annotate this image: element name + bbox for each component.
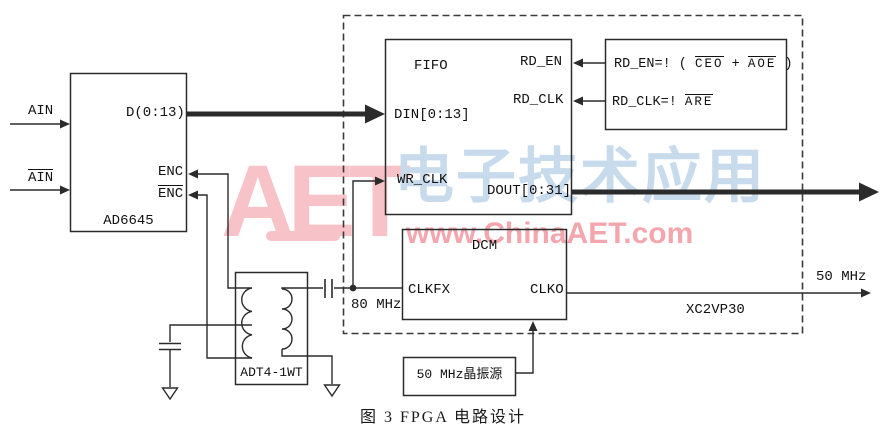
fpga-dashed-boundary xyxy=(342,14,804,335)
dcm-pin-clkfx: CLKFX xyxy=(408,282,451,298)
shunt-capacitor-icon xyxy=(159,342,181,351)
transformer-secondary-coil xyxy=(281,288,293,350)
rd-en-arrowhead xyxy=(573,58,583,68)
enc-n-wire xyxy=(197,194,252,359)
transformer-title: ADT4-1WT xyxy=(240,365,303,380)
adc-title: AD6645 xyxy=(103,213,154,229)
fifo-title: FIFO xyxy=(414,58,448,74)
clko-arrowhead xyxy=(861,288,871,298)
ain-n-arrowhead xyxy=(60,185,70,195)
series-capacitor-icon xyxy=(324,279,333,298)
d-bus-arrowhead xyxy=(365,104,385,124)
transformer-box xyxy=(234,271,309,386)
junction-dot xyxy=(349,284,357,292)
fifo-pin-din: DIN[0:13] xyxy=(394,107,470,123)
secondary-top-wire xyxy=(281,287,323,289)
dcm-box xyxy=(401,228,568,321)
oscillator-title: 50 MHz晶振源 xyxy=(416,367,503,382)
oscillator-wire xyxy=(516,330,534,374)
rd-en-equation: RD_EN=! ( CEO + AOE ) xyxy=(614,56,793,72)
ain-label: AIN xyxy=(28,103,54,119)
dcm-pin-clko: CLKO xyxy=(530,282,564,298)
adc-pin-d: D(0:13) xyxy=(126,105,185,121)
dcm-title: DCM xyxy=(471,238,498,254)
fpga-part-label: XC2VP30 xyxy=(686,302,745,318)
adc-pin-enc-n: ENC xyxy=(158,185,184,202)
ain-n-label: AIN xyxy=(28,169,54,186)
freq-50mhz-label: 50 MHz xyxy=(816,269,867,285)
ground-icon-left xyxy=(161,387,179,401)
fifo-pin-wr-clk: WR_CLK xyxy=(397,172,448,188)
chinese-watermark: 电子技术应用 xyxy=(394,144,766,210)
adc-pin-enc: ENC xyxy=(158,164,184,180)
enc-arrowhead xyxy=(188,169,198,179)
wr-clk-wire xyxy=(352,180,375,288)
fifo-pin-rd-clk: RD_CLK xyxy=(513,92,564,108)
chinaaet-url-watermark: www.ChinaAET.com xyxy=(406,217,694,250)
figure-caption: 图 3 FPGA 电路设计 xyxy=(359,409,527,426)
rd-clk-equation: RD_CLK=! ARE xyxy=(612,94,714,110)
dout-bus-arrowhead xyxy=(859,182,879,202)
transformer-primary-coil xyxy=(241,287,253,359)
fifo-box xyxy=(384,38,573,216)
oscillator-arrowhead xyxy=(528,321,538,331)
aet-logo-swoosh xyxy=(266,231,340,241)
freq-80mhz-label: 80 MHz xyxy=(351,297,402,313)
enc-wire xyxy=(197,173,252,289)
rd-clk-arrowhead xyxy=(573,96,583,106)
adc-box xyxy=(69,72,188,233)
center-tap-wire xyxy=(169,324,252,342)
fifo-pin-rd-en: RD_EN xyxy=(520,54,563,70)
enc-n-arrowhead xyxy=(188,190,198,200)
secondary-bottom-wire xyxy=(281,349,333,384)
equation-box xyxy=(604,38,788,131)
fifo-pin-dout: DOUT[0:31] xyxy=(487,183,572,199)
oscillator-box xyxy=(402,356,517,397)
ain-arrowhead xyxy=(60,119,70,129)
ground-icon-right xyxy=(323,384,341,398)
wr-clk-arrowhead xyxy=(375,176,385,186)
